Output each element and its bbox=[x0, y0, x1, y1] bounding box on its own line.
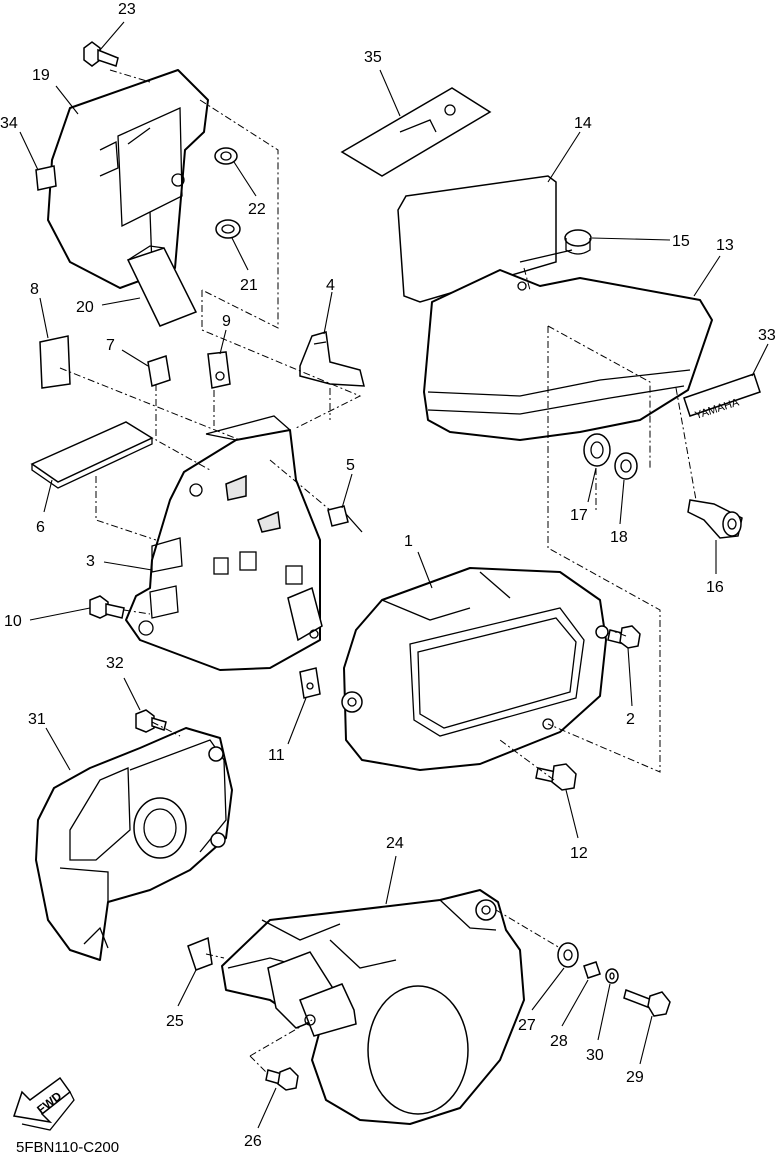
callout-3: 3 bbox=[86, 553, 95, 570]
part-25-clip bbox=[187, 936, 213, 971]
callout-13: 13 bbox=[716, 237, 734, 254]
part-26-screw bbox=[265, 1067, 299, 1091]
callout-32: 32 bbox=[106, 655, 124, 672]
part-23-screw bbox=[83, 41, 119, 67]
callout-21: 21 bbox=[240, 277, 258, 294]
callout-20: 20 bbox=[76, 299, 94, 316]
fwd-arrow-icon: FWD bbox=[13, 1076, 75, 1131]
callout-18: 18 bbox=[610, 529, 628, 546]
callout-27: 27 bbox=[518, 1017, 536, 1034]
part-24-cover bbox=[221, 889, 525, 1125]
callout-2: 2 bbox=[626, 711, 635, 728]
callout-30: 30 bbox=[586, 1047, 604, 1064]
callout-29: 29 bbox=[626, 1069, 644, 1086]
part-35-pad bbox=[340, 87, 492, 177]
part-20-block bbox=[126, 245, 198, 327]
part-2-bolt bbox=[607, 625, 641, 649]
part-3-bracket bbox=[125, 415, 323, 671]
callout-6: 6 bbox=[36, 519, 45, 536]
callout-16: 16 bbox=[706, 579, 724, 596]
part-30-washer bbox=[605, 968, 619, 984]
part-21-grommet bbox=[215, 219, 241, 239]
callout-17: 17 bbox=[570, 507, 588, 524]
part-27-grommet bbox=[557, 942, 579, 968]
callout-19: 19 bbox=[32, 67, 50, 84]
callout-28: 28 bbox=[550, 1033, 568, 1050]
part-6-pad bbox=[30, 421, 154, 489]
callout-33: 33 bbox=[758, 327, 776, 344]
part-33-emblem: YAMAHA bbox=[683, 373, 761, 422]
part-18-collar bbox=[614, 452, 638, 480]
part-5-bolt bbox=[327, 505, 363, 533]
callout-14: 14 bbox=[574, 115, 592, 132]
part-13-side-cover bbox=[423, 249, 713, 441]
part-32-screw bbox=[135, 709, 167, 733]
part-7-clip bbox=[147, 355, 171, 387]
callout-23: 23 bbox=[118, 1, 136, 18]
assembly-lines bbox=[59, 69, 697, 1075]
callout-12: 12 bbox=[570, 845, 588, 862]
callout-11: 11 bbox=[268, 747, 285, 764]
part-15-grommet bbox=[564, 229, 592, 255]
diagram-code: 5FBN110-C200 bbox=[16, 1139, 119, 1156]
part-29-bolt bbox=[623, 988, 671, 1017]
callout-15: 15 bbox=[672, 233, 690, 250]
part-17-grommet bbox=[583, 433, 611, 467]
callout-35: 35 bbox=[364, 49, 382, 66]
part-12-bolt bbox=[535, 763, 577, 791]
callout-5: 5 bbox=[346, 457, 355, 474]
callout-10: 10 bbox=[4, 613, 22, 630]
part-10-bolt bbox=[89, 595, 125, 619]
callout-34: 34 bbox=[0, 115, 18, 132]
callout-8: 8 bbox=[30, 281, 39, 298]
callout-7: 7 bbox=[106, 337, 115, 354]
part-19-side-cover bbox=[47, 69, 209, 289]
part-28-collar bbox=[583, 961, 601, 979]
part-4-bracket bbox=[299, 331, 365, 387]
callout-22: 22 bbox=[248, 201, 266, 218]
callout-31: 31 bbox=[28, 711, 46, 728]
callout-24: 24 bbox=[386, 835, 404, 852]
part-11-clip bbox=[299, 667, 321, 699]
callout-9: 9 bbox=[222, 313, 231, 330]
callout-25: 25 bbox=[166, 1013, 184, 1030]
part-1-cover bbox=[341, 567, 609, 771]
part-9-clip bbox=[207, 351, 231, 389]
part-8-pad bbox=[39, 335, 71, 389]
callout-4: 4 bbox=[326, 277, 335, 294]
part-31-cover bbox=[35, 727, 233, 961]
part-34-emblem bbox=[35, 165, 57, 191]
leader-lines bbox=[19, 21, 769, 1129]
callout-1: 1 bbox=[404, 533, 413, 550]
callout-26: 26 bbox=[244, 1133, 262, 1150]
part-22-grommet bbox=[214, 147, 238, 165]
part-16-lock bbox=[687, 499, 743, 539]
